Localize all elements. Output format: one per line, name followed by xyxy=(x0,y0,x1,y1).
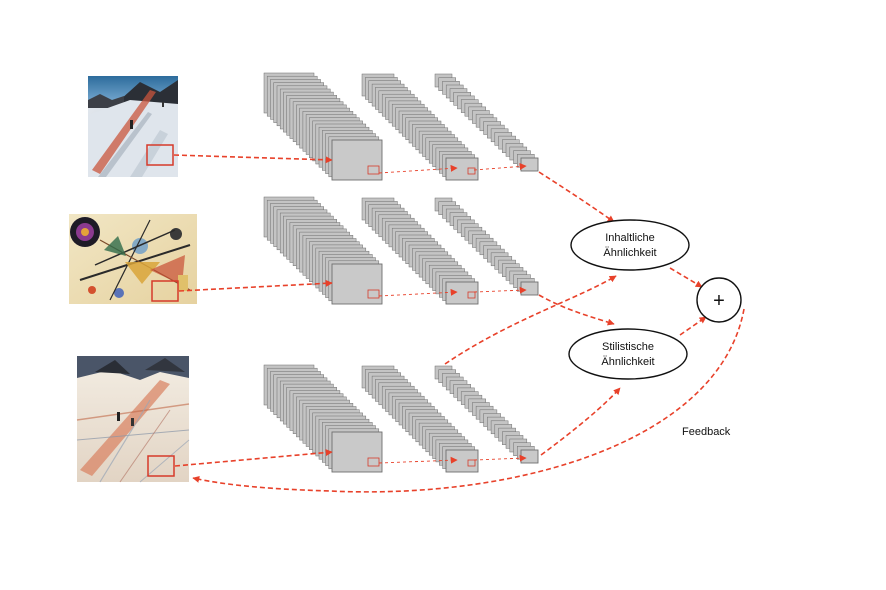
generated-conv-stack-2 xyxy=(361,365,479,473)
content-similarity-label-line1: Inhaltliche xyxy=(605,232,655,244)
receptive-field-marker xyxy=(367,289,380,299)
arrow-generated-to-content-similarity xyxy=(444,275,617,365)
receptive-field-marker xyxy=(367,457,380,467)
arrow-style-similarity-to-sum xyxy=(679,316,707,336)
style-receptive-field-box xyxy=(151,280,179,302)
arrow-generated-to-conv1 xyxy=(174,449,333,467)
style-conv-stack-1 xyxy=(263,196,383,305)
feature-map xyxy=(520,449,539,464)
content-image xyxy=(88,76,178,177)
receptive-field-marker xyxy=(367,165,380,175)
sum-symbol: + xyxy=(713,290,725,312)
feedback-label: Feedback xyxy=(682,426,731,438)
receptive-field-marker xyxy=(467,167,476,175)
arrow-style-features-to-style-similarity xyxy=(538,294,615,326)
sum-node: + xyxy=(696,277,742,323)
style-similarity-node: Stilistische Ähnlichkeit xyxy=(568,328,688,380)
connections xyxy=(173,154,745,493)
arrow-style-to-conv1 xyxy=(178,279,333,292)
arrow-content-to-conv1 xyxy=(173,154,333,164)
arrow-style-conv2-conv3 xyxy=(473,286,527,294)
feature-map xyxy=(520,157,539,172)
arrow-style-conv1-conv2 xyxy=(378,288,458,297)
content-receptive-field-box xyxy=(146,144,174,166)
receptive-field-marker xyxy=(467,291,476,299)
cnn-layer-stacks xyxy=(263,72,539,473)
generated-image xyxy=(76,356,190,483)
content-conv-stack-1 xyxy=(263,72,383,181)
feature-map xyxy=(445,157,479,181)
arrow-generated-conv1-conv2 xyxy=(378,456,458,464)
style-similarity-label-line1: Stilistische xyxy=(602,341,654,353)
content-conv-stack-2 xyxy=(361,73,479,181)
arrow-content-conv1-conv2 xyxy=(378,164,458,174)
feature-map xyxy=(331,263,383,305)
style-conv-stack-2 xyxy=(361,197,479,305)
content-similarity-label-line2: Ähnlichkeit xyxy=(603,247,656,259)
arrow-content-features-to-content-similarity xyxy=(538,171,615,223)
arrow-content-similarity-to-sum xyxy=(669,267,703,288)
arrow-feedback xyxy=(192,308,745,493)
feature-map xyxy=(445,449,479,473)
feature-map xyxy=(520,281,539,296)
generated-conv-stack-1 xyxy=(263,364,383,473)
style-similarity-label-line2: Ähnlichkeit xyxy=(601,356,654,368)
arrow-generated-to-style-similarity xyxy=(540,387,621,456)
feature-map xyxy=(331,431,383,473)
arrow-generated-conv2-conv3 xyxy=(473,454,527,462)
generated-conv-stack-3 xyxy=(434,365,539,464)
arrow-content-conv2-conv3 xyxy=(473,162,527,171)
content-similarity-node: Inhaltliche Ähnlichkeit xyxy=(570,219,690,271)
style-conv-stack-3 xyxy=(434,197,539,296)
generated-receptive-field-box xyxy=(147,455,175,477)
style-image xyxy=(69,214,197,304)
feature-map xyxy=(445,281,479,305)
receptive-field-marker xyxy=(467,459,476,467)
